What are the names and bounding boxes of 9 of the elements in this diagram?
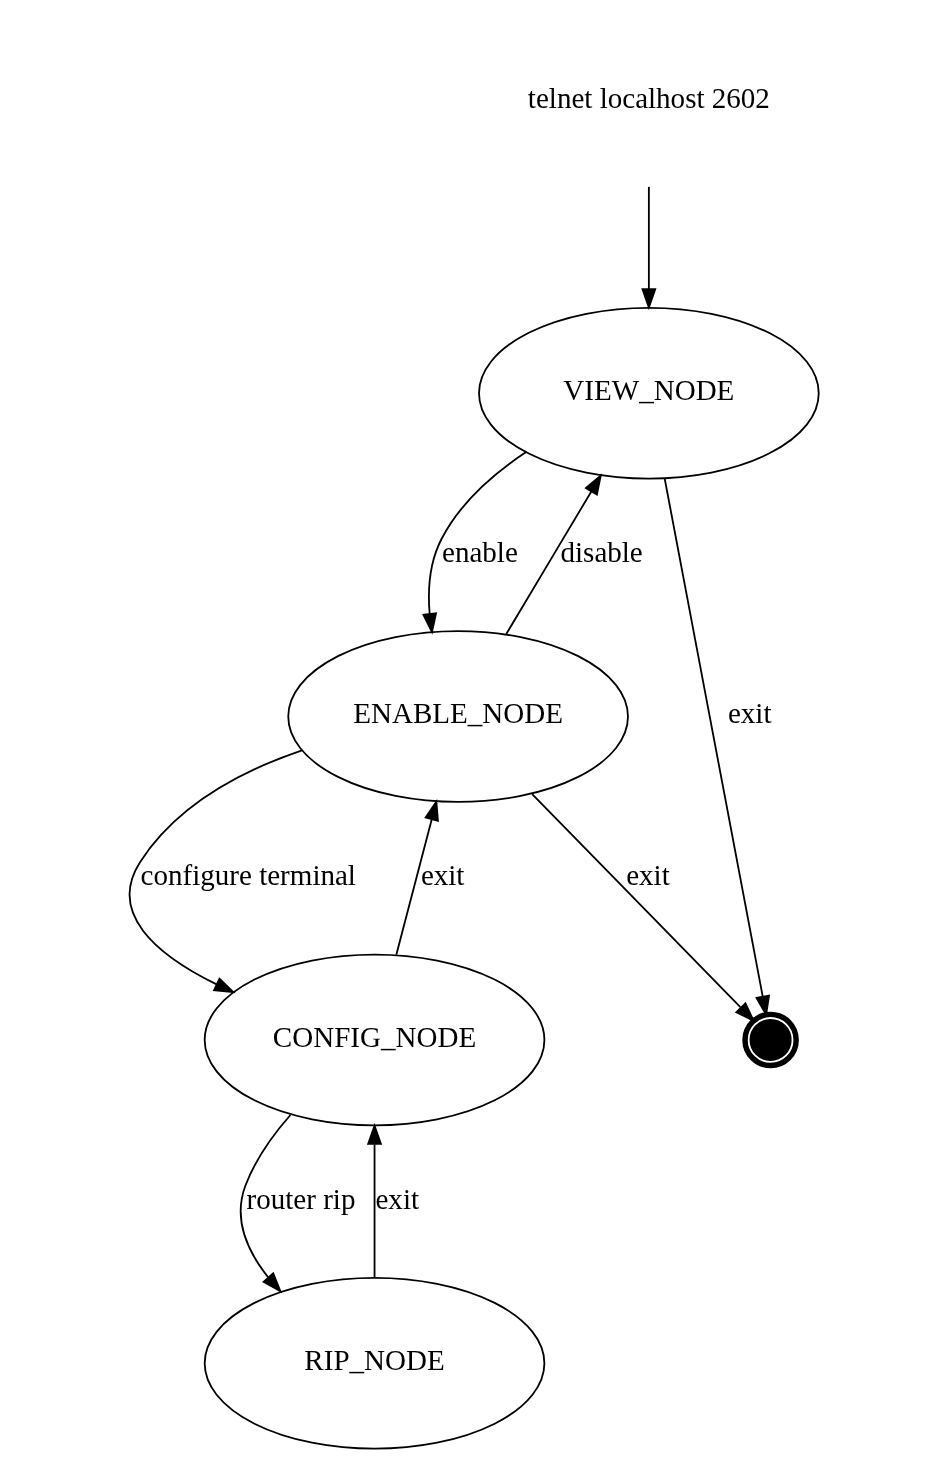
edge-label: exit (727, 697, 772, 730)
edge-label: router rip (246, 1182, 356, 1215)
edge-label: configure terminal (140, 859, 356, 892)
edge-label: exit (626, 859, 670, 892)
edge-label: enable (442, 535, 518, 568)
edge-label: exit (420, 859, 465, 892)
edge-label: exit (375, 1182, 420, 1215)
node-text: telnet localhost 2602 (527, 81, 770, 114)
edge-label: disable (560, 535, 643, 568)
